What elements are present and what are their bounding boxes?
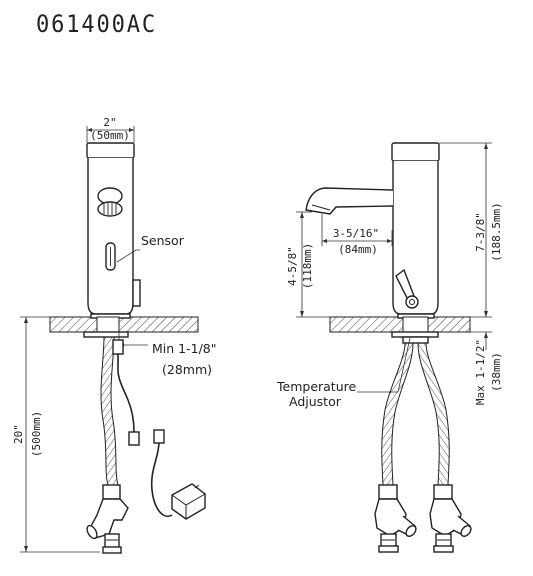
sensor-label: Sensor xyxy=(141,233,185,248)
side-view: 3-5/16" (84mm) 4-5/8" (118mm) 7-3/8" (18… xyxy=(276,142,503,553)
min-inches: Min 1-1/8" xyxy=(152,341,216,356)
valve-right xyxy=(429,484,472,553)
min-mm: (28mm) xyxy=(162,362,212,377)
width-dimension: 2" (50mm) xyxy=(86,116,135,143)
width-mm: (50mm) xyxy=(90,129,130,142)
temperature-label-line2: Adjustor xyxy=(289,394,342,409)
overall-height-dimension: 7-3/8" (188.5mm) xyxy=(439,142,503,318)
faucet-body-side xyxy=(305,142,440,315)
overall-height-inches: 7-3/8" xyxy=(474,212,487,252)
power-adapter-icon xyxy=(171,483,206,520)
overall-height-mm: (188.5mm) xyxy=(490,202,503,262)
temperature-label-line1: Temperature xyxy=(276,379,356,394)
spout-outlet-icon xyxy=(97,201,123,217)
reach-mm: (84mm) xyxy=(338,243,378,256)
front-view: 2" (50mm) Sensor xyxy=(12,116,216,554)
deck-thickness-dimension: Max 1-1/2" (38mm) xyxy=(470,331,503,405)
valve-left xyxy=(374,484,417,553)
supply-hose-front xyxy=(86,336,129,554)
min-dimension: Min 1-1/8" (28mm) xyxy=(118,332,216,377)
spout-height-mm: (118mm) xyxy=(301,243,314,289)
spout-height-dimension: 4-5/8" (118mm) xyxy=(286,211,330,318)
hose-length-dimension: 20" (500mm) xyxy=(12,316,100,553)
reach-inches: 3-5/16" xyxy=(333,227,379,240)
countertop-side xyxy=(329,313,471,344)
temperature-adjustor-callout: Temperature Adjustor xyxy=(276,337,411,409)
spout-height-inches: 4-5/8" xyxy=(286,246,299,286)
countertop-front xyxy=(49,313,199,338)
deck-thickness-inches: Max 1-1/2" xyxy=(474,339,487,405)
reach-dimension: 3-5/16" (84mm) xyxy=(321,214,393,256)
hose-length-mm: (500mm) xyxy=(30,411,43,457)
deck-thickness-mm: (38mm) xyxy=(490,352,503,392)
drawing-title: 061400AC xyxy=(36,10,158,38)
width-inches: 2" xyxy=(103,116,116,129)
supply-hoses-side xyxy=(374,342,472,553)
hose-length-inches: 20" xyxy=(12,424,25,444)
faucet-body-front: Sensor xyxy=(86,142,185,315)
power-cable xyxy=(112,339,206,520)
